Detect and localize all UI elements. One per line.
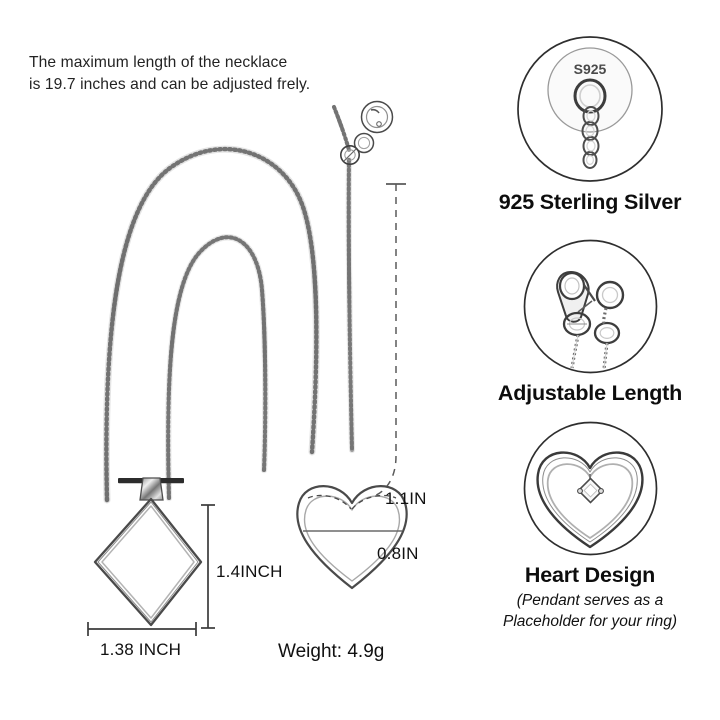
headline-text: The maximum length of the necklace is 19… — [29, 54, 311, 93]
cz-stone-icon — [576, 474, 604, 504]
weight-label: Weight: 4.9g — [278, 641, 385, 662]
feature-subtitle: (Pendant serves as a Placeholder for you… — [502, 592, 678, 630]
heart-width-label: 0.8IN — [377, 544, 419, 563]
lobster-clasp-extender-icon — [522, 238, 659, 375]
hallmark-stamp-text: S925 — [574, 61, 607, 77]
pendant-width-label: 1.38 INCH — [100, 640, 182, 659]
feature-title: Heart Design — [524, 563, 656, 587]
necklace-chain — [102, 105, 356, 504]
feature-title: 925 Sterling Silver — [498, 190, 682, 214]
diamond-pendant — [93, 477, 203, 627]
main-illustration: 1.38 INCH 1.4INCH 1.1IN 0.8IN Weight: 4.… — [87, 100, 427, 662]
feature-925-sterling-silver: S925 — [460, 34, 720, 215]
heart-height-label: 1.1IN — [385, 489, 427, 508]
heart-pendant — [296, 485, 408, 590]
feature-heart-design: Heart Design (Pendant serves as a Placeh… — [460, 420, 720, 632]
open-heart-cz-icon — [522, 420, 659, 557]
clasp-assembly — [339, 100, 394, 166]
magnifier-hallmark-chain-icon: S925 — [515, 34, 665, 184]
feature-list: S925 — [460, 0, 720, 720]
feature-title: Adjustable Length — [497, 381, 683, 405]
dimension-rules — [87, 504, 215, 636]
pendant-height-label: 1.4INCH — [216, 562, 283, 581]
feature-adjustable-length: Adjustable Length — [460, 238, 720, 406]
length-indicator-line — [371, 183, 406, 498]
